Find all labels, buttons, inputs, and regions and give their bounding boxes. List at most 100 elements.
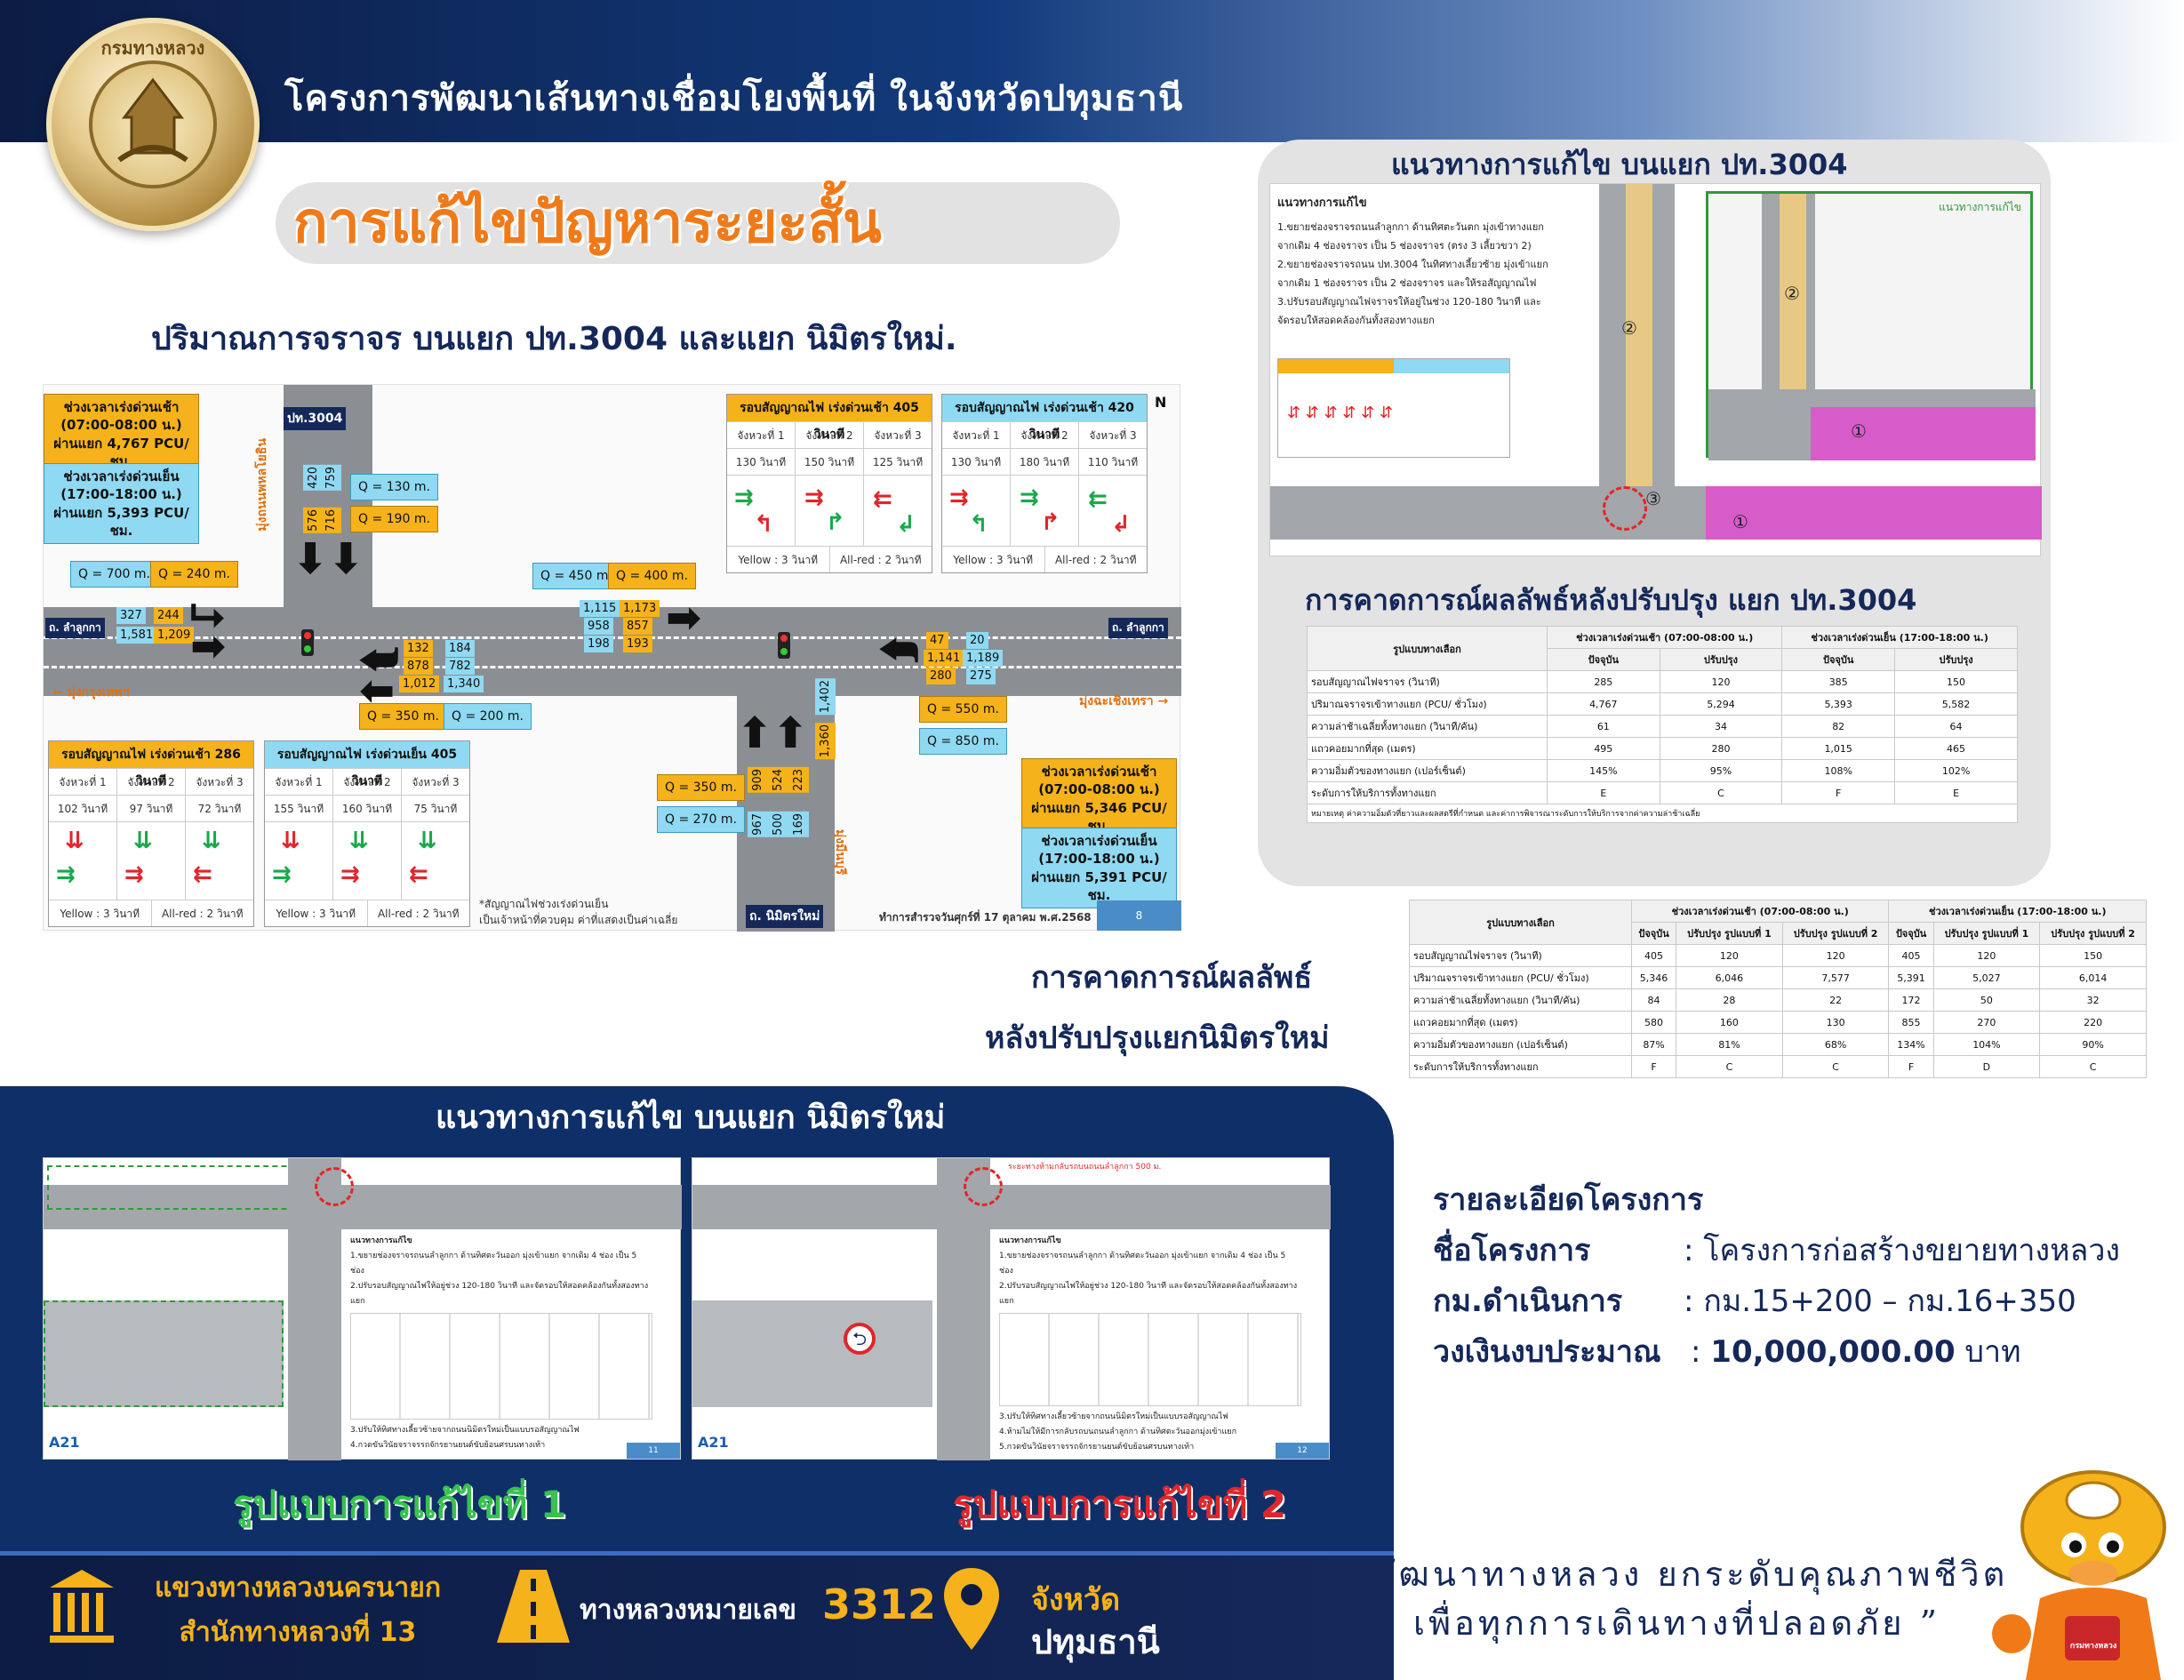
table-row: ปริมาณจราจรเข้าทางแยก (PCU/ ชั่วโมง)4,76…: [1307, 692, 2018, 716]
budget-separator: :: [1691, 1334, 1701, 1370]
table-cell: C: [2039, 1055, 2147, 1078]
signal-circle: [315, 1167, 354, 1206]
volume-count: 878: [404, 658, 433, 675]
volume-count: 244: [154, 607, 183, 624]
road-plan: [692, 1185, 1331, 1229]
phase-time: 75 วินาที: [401, 796, 469, 821]
table-cell: 108%: [1781, 759, 1896, 782]
plan-item: 5.กวดขันวินัยจราจรรถจักรยานยนต์ขับย้อนศร…: [999, 1443, 1195, 1452]
mini-phase-table: ⇵ ⇵ ⇵ ⇵ ⇵ ⇵: [1277, 358, 1510, 458]
inset-label: แนวทางการแก้ไข: [1939, 201, 2021, 213]
through-arrow-icon: ⬅: [359, 666, 396, 716]
volume-count: 857: [623, 618, 652, 635]
no-uturn-icon: ⮌: [844, 1323, 876, 1355]
peak-time: (07:00-08:00 น.): [1038, 781, 1160, 798]
table-cell: C: [1676, 1055, 1783, 1078]
volume-count: 524: [768, 767, 788, 793]
table-cell: ความอิ่มตัวของทางแยก (เปอร์เซ็นต์): [1307, 759, 1548, 782]
slogan-line-1: “ พัฒนาทางหลวง ยกระดับคุณภาพชีวิต: [1338, 1555, 2009, 1594]
volume-count: 327: [116, 607, 146, 624]
phase-time: 130 วินาที: [735, 456, 787, 468]
table-header: ช่วงเวลาเร่งด่วนเย็น (17:00-18:00 น.): [1888, 900, 2147, 923]
morning-peak-box: ช่วงเวลาเร่งด่วนเช้า (07:00-08:00 น.) ผ่…: [44, 394, 199, 475]
table-cell: 34: [1659, 715, 1783, 738]
widening-area: [1706, 486, 2042, 540]
volume-count: 1,360: [815, 723, 836, 760]
allred-time: All-red : 2 วินาที: [150, 900, 254, 926]
plan-notes: แนวทางการแก้ไข 1.ขยายช่องจราจรถนนลำลูกกา…: [999, 1234, 1301, 1455]
phase-table-image: [999, 1313, 1301, 1406]
peak-volume: ผ่านแยก 5,391 PCU/ชม.: [1031, 868, 1167, 903]
table-cell: 580: [1630, 1011, 1677, 1034]
table-header: รูปแบบทางเลือก: [1307, 626, 1548, 671]
phase-label: จังหวะที่ 3: [401, 769, 469, 795]
turn-arrow-icon: ⮡: [190, 590, 225, 640]
street-west: ถ. ลำลูกกา: [45, 618, 105, 638]
phase-time: 125 วินาที: [863, 449, 932, 475]
lane-marking: [44, 666, 1181, 668]
direction-west: ← มุ่งกรุงเทพฯ: [52, 685, 130, 700]
phase-label: จังหวะที่ 1: [275, 776, 323, 788]
footer-bar: [0, 1551, 1394, 1680]
header-bar: [0, 0, 2184, 142]
table-cell: 5,582: [1894, 692, 2018, 716]
table-header: ปัจจุบัน: [1547, 648, 1660, 671]
volume-count: 958: [584, 618, 613, 635]
table-cell: 285: [1547, 670, 1660, 693]
project-budget-label: วงเงินงบประมาณ: [1433, 1334, 1661, 1370]
plan-item: 1.ขยายช่องจราจรถนนลำลูกกา ด้านทิศตะวันออ…: [999, 1252, 1286, 1276]
table-cell: 5,393: [1781, 692, 1896, 716]
road-plan: [288, 1158, 341, 1460]
marker-2: ②: [1621, 317, 1637, 339]
table-row: ความล่าช้าเฉลี่ยทั้งทางแยก (วินาที/คัน)8…: [1409, 988, 2147, 1012]
peak-volume: ผ่านแยก 5,393 PCU/ชม.: [53, 504, 189, 539]
prediction-nimit-table: รูปแบบทางเลือก ช่วงเวลาเร่งด่วนเช้า (07:…: [1409, 900, 2147, 1078]
prediction-nimit-subtitle: หลังปรับปรุงแยกนิมิตรใหม่: [985, 1020, 1330, 1056]
project-km-label: กม.ดำเนินการ: [1433, 1284, 1623, 1319]
plan-item: 4.ห้ามไม่ให้มีการกลับรถบนถนนลำลูกกา ด้าน…: [999, 1428, 1237, 1436]
road-plan: [937, 1158, 990, 1460]
table-cell: 28: [1676, 988, 1783, 1012]
highway-road-icon: [493, 1566, 573, 1646]
volume-count: 132: [404, 640, 433, 657]
direction-north: มุ่งถนนพหลโยธิน: [255, 438, 269, 532]
table-cell: ปริมาณจราจรเข้าทางแยก (PCU/ ชั่วโมง): [1409, 966, 1632, 989]
queue-label: Q = 450 m.: [532, 563, 620, 589]
table-cell: 220: [2039, 1011, 2147, 1034]
table-cell: F: [1630, 1055, 1677, 1078]
table-cell: 150: [1894, 670, 2018, 693]
project-heading: รายละเอียดโครงการ: [1433, 1182, 1704, 1218]
table-header: ปรับปรุง: [1894, 648, 2018, 671]
traffic-signal-icon: [778, 632, 790, 659]
project-name-row: ชื่อโครงการ: โครงการก่อสร้างขยายทางหลวง: [1433, 1226, 2120, 1276]
volume-count: 193: [623, 636, 652, 652]
plan-item: 3.ปรับให้ทิศทางเลี้ยวซ้ายจากถนนนิมิตรใหม…: [999, 1412, 1228, 1421]
marker-1: ①: [1851, 420, 1867, 442]
table-cell: 87%: [1630, 1033, 1677, 1056]
table-header: รูปแบบทางเลือก: [1409, 900, 1632, 945]
solution-item: 3.ปรับรอบสัญญาณไฟจราจรให้อยู่ในช่วง 120-…: [1277, 296, 1541, 308]
table-row: ความอิ่มตัวของทางแยก (เปอร์เซ็นต์)145%95…: [1307, 759, 2018, 782]
table-cell: ระดับการให้บริการทั้งทางแยก: [1307, 781, 1548, 804]
main-title: การแก้ไขปัญหาระยะสั้น: [293, 190, 882, 256]
solution-item: 1.ขยายช่องจราจรถนนลำลูกกา ด้านทิศตะวันตก…: [1277, 221, 1544, 233]
plan-item: 2.ปรับรอบสัญญาณไฟให้อยู่ช่วง 120-180 วิน…: [999, 1282, 1298, 1306]
phase-label: จังหวะที่ 3: [863, 422, 932, 448]
table-cell: ความล่าช้าเฉลี่ยทั้งทางแยก (วินาที/คัน): [1409, 988, 1632, 1012]
table-cell: 5,027: [1932, 966, 2041, 989]
table-cell: 160: [1676, 1011, 1783, 1034]
project-details: รายละเอียดโครงการ ชื่อโครงการ: โครงการก่…: [1433, 1175, 2120, 1378]
table-cell: 5,346: [1630, 966, 1677, 989]
seal-emblem: [89, 60, 217, 188]
solution-inset: แนวทางการแก้ไข ② ①: [1706, 191, 2036, 460]
marker-2: ②: [1784, 283, 1800, 304]
volume-count: 198: [584, 636, 613, 652]
table-cell: 120: [1781, 944, 1890, 967]
volume-count: 1,209: [154, 627, 195, 644]
table-cell: 172: [1888, 988, 1934, 1012]
table-cell: D: [1932, 1055, 2041, 1078]
phase-label: จังหวะที่ 3: [1078, 422, 1147, 448]
inset-lane: [1780, 194, 1806, 389]
